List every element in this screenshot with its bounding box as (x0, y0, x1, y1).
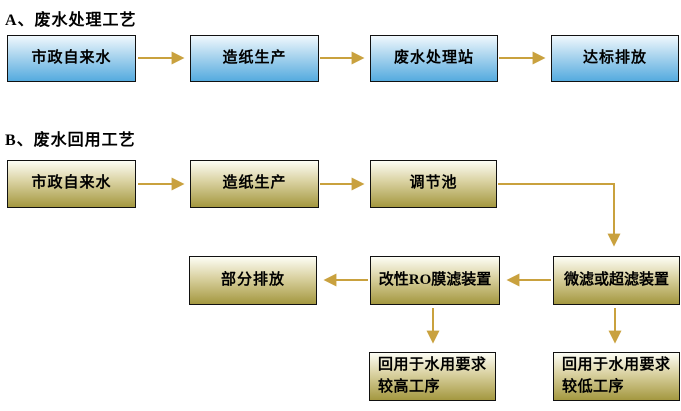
node-b-reuse-low-demand: 回用于水用要求 较低工序 (553, 352, 680, 401)
node-b-mf-uf-unit: 微滤或超滤装置 (553, 256, 680, 305)
node-b-paper-production: 造纸生产 (190, 160, 319, 208)
arrow-b-tank-mfuf (498, 183, 621, 247)
node-a-tap-water: 市政自来水 (7, 35, 136, 82)
node-b-regulating-tank: 调节池 (370, 160, 497, 208)
node-b-tap-water: 市政自来水 (7, 160, 136, 208)
node-b-reuse-high-demand: 回用于水用要求 较高工序 (369, 352, 496, 401)
node-b-partial-discharge: 部分排放 (189, 256, 317, 305)
node-a-paper-production: 造纸生产 (190, 35, 319, 82)
node-b-ro-membrane-unit: 改性RO膜滤装置 (370, 256, 500, 305)
node-a-compliant-discharge: 达标排放 (551, 35, 679, 82)
section-a-title: A、废水处理工艺 (5, 12, 137, 29)
node-a-treatment-station: 废水处理站 (370, 35, 498, 82)
section-b-title: B、废水回用工艺 (5, 132, 136, 149)
